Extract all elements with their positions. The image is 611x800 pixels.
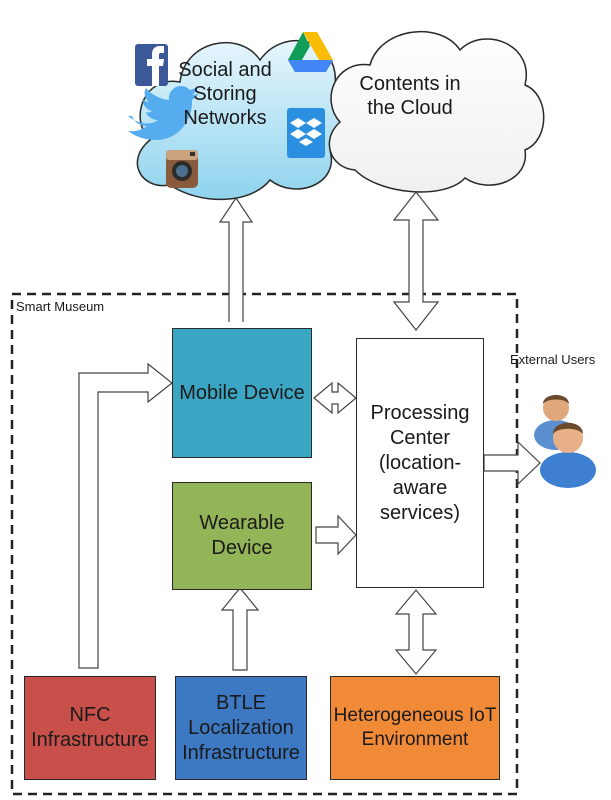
- iot-environment-label: Heterogeneous IoT Environment: [333, 705, 497, 750]
- arrow-processing-to-users: [483, 440, 541, 486]
- smart-museum-boundary: [10, 292, 519, 796]
- mobile-device-box: Mobile Device: [172, 328, 312, 458]
- nfc-infrastructure-label: NFC Infrastructure: [31, 704, 149, 751]
- contents-cloud-label: Contents in the Cloud: [359, 73, 461, 119]
- arrow-btle-to-wearable: [220, 587, 260, 671]
- arrow-nfc-to-mobile: [78, 362, 173, 669]
- arrow-mobile-to-social: [218, 196, 254, 322]
- google-drive-icon: [288, 32, 333, 72]
- twitter-icon: [128, 86, 199, 140]
- arrow-processing-iot: [394, 589, 438, 675]
- processing-center-box: Processing Center (location- aware servi…: [356, 338, 484, 588]
- wearable-device-label: Wearable Device: [199, 512, 285, 559]
- btle-infrastructure-box: BTLE Localization Infrastructure: [175, 676, 307, 780]
- arrow-mobile-processing: [313, 381, 357, 415]
- smart-museum-label: Smart Museum: [16, 299, 105, 314]
- wearable-device-box: Wearable Device: [172, 482, 312, 590]
- mobile-device-label: Mobile Device: [179, 381, 305, 404]
- nfc-infrastructure-box: NFC Infrastructure: [24, 676, 156, 780]
- arrow-processing-contents: [392, 191, 440, 331]
- arrow-wearable-to-processing: [315, 514, 357, 556]
- dropbox-icon: [287, 108, 325, 158]
- users-icon: [534, 395, 596, 488]
- processing-center-label: Processing Center (location- aware servi…: [370, 401, 470, 524]
- social-cloud-label: Social and Storing Networks: [178, 59, 272, 129]
- instagram-icon: [166, 150, 198, 188]
- facebook-icon: [135, 44, 168, 86]
- iot-environment-box: Heterogeneous IoT Environment: [330, 676, 500, 780]
- external-users-label: External Users: [510, 352, 596, 367]
- contents-cloud: [328, 30, 545, 193]
- btle-infrastructure-label: BTLE Localization Infrastructure: [182, 691, 300, 764]
